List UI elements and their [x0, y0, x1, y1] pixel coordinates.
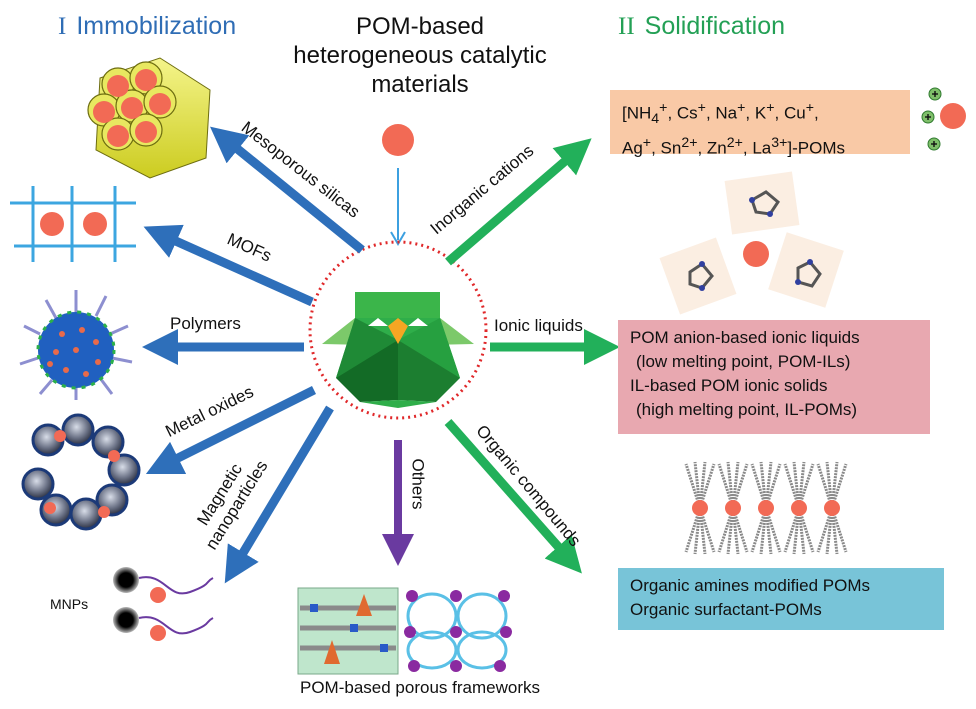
mof-grid-icon	[10, 186, 136, 262]
organic-compounds-box: Organic amines modified POMs Organic sur…	[618, 568, 944, 630]
center-title-line: heterogeneous catalytic	[293, 42, 547, 69]
surfactant-unit	[717, 461, 749, 555]
cations-line-1: [NH4+, Cs+, Na+, K+, Cu+,	[622, 100, 819, 128]
pom-cluster-icon	[322, 292, 474, 408]
ionic-liquids-box: POM anion-based ionic liquids (low melti…	[618, 320, 930, 434]
il-line: IL-based POM ionic solids	[630, 376, 828, 395]
arrow-inorganic-cations	[445, 138, 592, 266]
section-title-text: Solidification	[644, 12, 786, 40]
label-polymers: Polymers	[170, 314, 241, 333]
inorganic-cations-box: [NH4+, Cs+, Na+, K+, Cu+, Ag+, Sn2+, Zn2…	[610, 90, 910, 158]
porous-framework-2-icon	[404, 590, 512, 672]
arrow-mesoporous-silicas	[210, 126, 365, 254]
arrow-organic-compounds	[444, 419, 582, 574]
surfactant-pom-dot	[692, 500, 708, 516]
il-line: (high melting point, IL-POMs)	[636, 400, 858, 419]
arrow-magnetic-nanoparticles	[224, 405, 334, 584]
metal-oxide-pom-dots	[44, 430, 120, 518]
il-line: (low melting point, POM-ILs)	[636, 352, 851, 371]
frameworks-caption: POM-based porous frameworks	[300, 678, 540, 697]
section-numeral: II	[618, 13, 635, 40]
immobilization-title: I Immobilization	[58, 12, 236, 41]
mnps-label: MNPs	[50, 596, 89, 612]
surfactant-unit	[816, 461, 848, 555]
cations-line-2: Ag+, Sn2+, Zn2+, La3+]-POMs	[622, 135, 846, 158]
surfactant-unit	[750, 461, 782, 555]
solidification-title: II Solidification	[618, 12, 785, 41]
thin-down-arrow	[390, 168, 406, 246]
polymer-sphere-icon	[19, 290, 133, 400]
label-ionic-liquids: Ionic liquids	[494, 316, 583, 335]
porous-framework-1-icon	[297, 587, 399, 675]
il-line: POM anion-based ionic liquids	[630, 328, 860, 347]
surfactant-poms-icon	[684, 461, 848, 555]
section-numeral: I	[58, 13, 67, 40]
mnps-icon	[113, 567, 214, 641]
metal-oxide-ring-icon	[21, 413, 141, 531]
surfactant-pom-dot	[791, 500, 807, 516]
arrow-mofs	[143, 224, 314, 307]
section-title-text: Immobilization	[76, 12, 237, 40]
center-title: POM-based heterogeneous catalytic materi…	[270, 12, 570, 99]
surfactant-unit	[783, 461, 815, 555]
center-title-line: materials	[371, 71, 469, 98]
pom-source-dot	[382, 124, 414, 156]
cation-pom-icon	[921, 87, 966, 151]
org-line: Organic amines modified POMs	[630, 576, 870, 595]
surfactant-pom-dot	[725, 500, 741, 516]
label-others: Others	[408, 458, 428, 510]
imidazolium-cations-icon	[659, 171, 844, 315]
center-title-line: POM-based	[355, 13, 485, 40]
arrow-metal-oxides	[145, 385, 317, 475]
surfactant-pom-dot	[824, 500, 840, 516]
surfactant-pom-dot	[758, 500, 774, 516]
surfactant-unit	[684, 461, 716, 555]
mesoporous-silica-icon	[87, 57, 211, 179]
org-line: Organic surfactant-POMs	[630, 600, 822, 619]
dotted-ring	[308, 240, 488, 420]
